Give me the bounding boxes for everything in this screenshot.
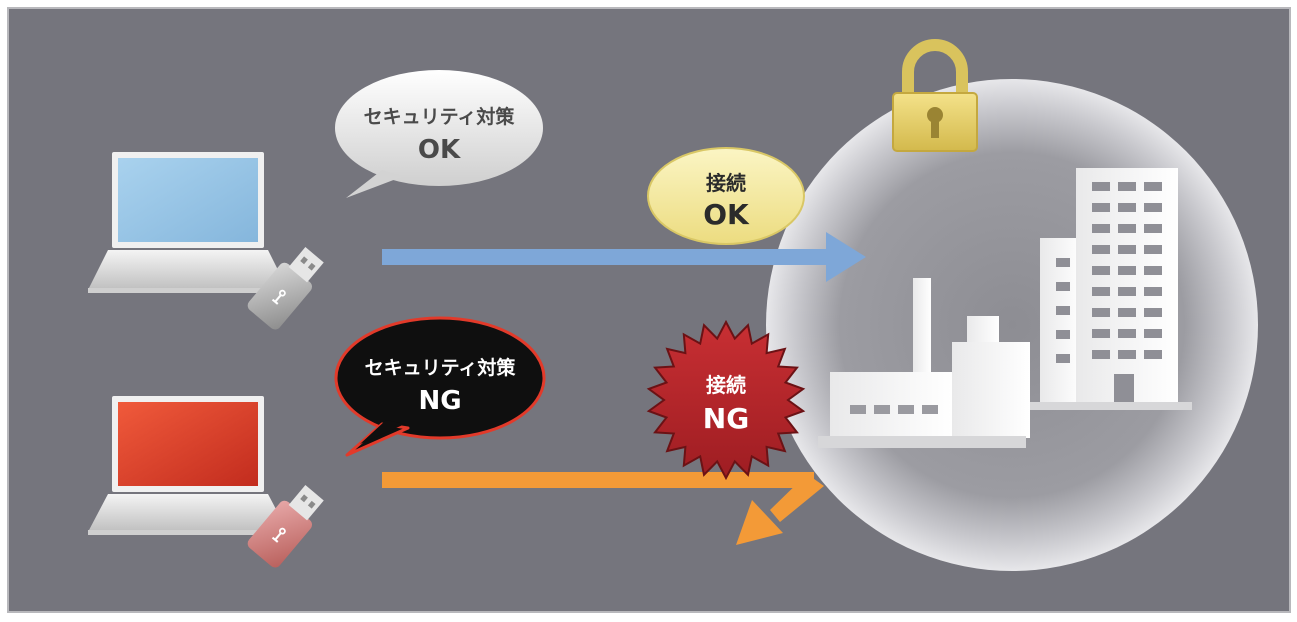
building-window xyxy=(1144,224,1162,233)
building-window xyxy=(1144,182,1162,191)
usb-drive-icon: ⟟ xyxy=(247,247,324,330)
bubble-line2: NG xyxy=(418,386,461,416)
usb-drive-icon: ⟟ xyxy=(247,485,324,568)
building-window xyxy=(1118,224,1136,233)
padlock-icon xyxy=(892,39,978,152)
ng-arrow xyxy=(382,472,824,545)
security-ng-bubble: セキュリティ対策 NG xyxy=(334,316,546,457)
building-window xyxy=(1144,350,1162,359)
bubble-line1: セキュリティ対策 xyxy=(365,356,517,379)
building-window xyxy=(1118,350,1136,359)
building-window xyxy=(1144,266,1162,275)
building-window xyxy=(1092,287,1110,296)
protected-zone-sphere xyxy=(766,79,1258,571)
building-window xyxy=(1092,182,1110,191)
badge-line1: 接続 xyxy=(706,373,746,397)
laptop-icon xyxy=(88,396,288,535)
building-window xyxy=(1092,329,1110,338)
building-window xyxy=(1092,266,1110,275)
bubble-line1: セキュリティ対策 xyxy=(364,105,516,128)
building-window xyxy=(1092,350,1110,359)
bubble-line2: OK xyxy=(418,135,461,165)
building-window xyxy=(1118,182,1136,191)
building-window xyxy=(1056,282,1070,291)
building-window xyxy=(1092,203,1110,212)
ok-arrow xyxy=(382,232,866,282)
connection-ng-badge: 接続 NG xyxy=(646,319,806,481)
factory-icon xyxy=(818,278,1030,448)
security-ok-bubble: セキュリティ対策 OK xyxy=(335,70,543,198)
building-window xyxy=(1056,330,1070,339)
building-window xyxy=(1092,308,1110,317)
building-window xyxy=(1092,224,1110,233)
building-window xyxy=(1056,306,1070,315)
building-window xyxy=(1144,287,1162,296)
badge-line2: NG xyxy=(703,402,749,435)
badge-line1: 接続 xyxy=(706,171,746,195)
badge-line2: OK xyxy=(703,198,750,231)
building-window xyxy=(1144,245,1162,254)
office-building-icon xyxy=(1030,168,1192,410)
building-window xyxy=(1118,329,1136,338)
building-window xyxy=(1092,245,1110,254)
building-window xyxy=(1118,245,1136,254)
building-window xyxy=(1056,354,1070,363)
laptop-icon xyxy=(88,152,288,293)
connection-ok-badge: 接続 OK xyxy=(647,147,805,245)
building-window xyxy=(1118,266,1136,275)
building-window xyxy=(1056,258,1070,267)
building-window xyxy=(1144,308,1162,317)
building-window xyxy=(1118,203,1136,212)
building-window xyxy=(1118,287,1136,296)
building-window xyxy=(1144,203,1162,212)
building-window xyxy=(1144,329,1162,338)
building-window xyxy=(1118,308,1136,317)
